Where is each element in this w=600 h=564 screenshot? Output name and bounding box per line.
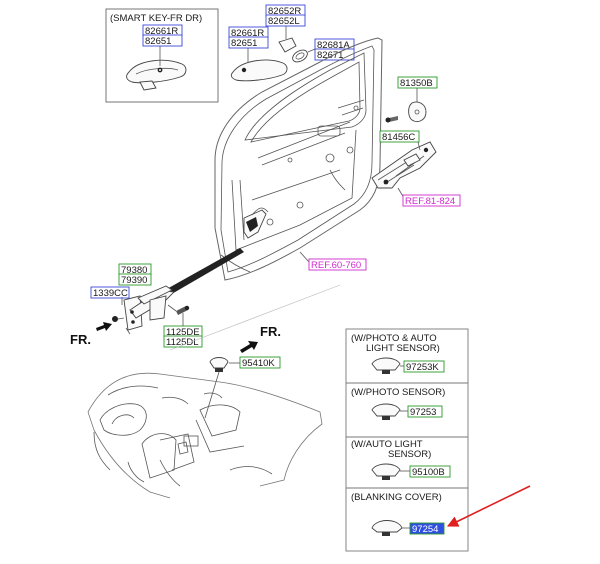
label-81456C: 81456C [382,132,415,143]
outside-handle-parts [230,26,316,82]
label-1125DE: 1125DE [166,327,200,338]
caption-photo-sensor: (W/PHOTO SENSOR) [351,387,445,398]
label-82661R: 82661R [231,28,264,39]
front-direction-upper: FR. [240,324,281,353]
option-photo-sensor: (W/PHOTO SENSOR) 97253 [351,387,445,420]
label-ref-60-760: REF.60-760 [311,260,361,271]
label-97254: 97254 [412,524,438,535]
label-79390: 79390 [121,275,147,286]
label-79380: 79380 [121,265,147,276]
sensor-95410K: 95410K [204,356,281,419]
label-82681A: 82681A [317,40,350,51]
door-handle-smart-key [126,59,187,91]
smart-key-inset: (SMART KEY-FR DR) 82661R 82651 [105,8,219,103]
caption-photo-auto-2: LIGHT SENSOR) [366,343,440,354]
option-blanking-cover: (BLANKING COVER) 97254 [351,492,445,536]
door-check-assembly: 79380 79390 1339CC 1125DE 1125DL [90,263,203,348]
label-1339CC: 1339CC [93,288,128,299]
dashboard-illustration [87,372,323,499]
smart-key-caption: (SMART KEY-FR DR) [110,13,202,24]
label-82651-inset: 82651 [145,36,171,47]
label-82661R-inset: 82661R [145,26,178,37]
caption-auto-light-2: SENSOR) [388,449,431,460]
option-auto-light: (W/AUTO LIGHT SENSOR) 95100B [351,439,451,480]
fr-label-upper: FR. [260,324,281,339]
reference-labels: REF.81-824 REF.60-760 [299,187,461,271]
caption-auto-light-1: (W/AUTO LIGHT [351,439,423,450]
label-97253: 97253 [410,407,436,418]
label-ref-81-824: REF.81-824 [405,196,455,207]
label-82652R: 82652R [268,6,301,17]
label-82652L: 82652L [268,16,300,27]
caption-photo-auto-1: (W/PHOTO & AUTO [351,333,437,344]
label-81350B: 81350B [400,78,433,89]
door-latch-assembly: 81350B 81456C [371,76,438,189]
front-direction-lower: FR. [70,322,112,347]
sensor-options-panel: (W/PHOTO & AUTO LIGHT SENSOR) 97253K (W/… [345,328,469,552]
caption-blanking-cover: (BLANKING COVER) [351,492,442,503]
highlight-97254 [409,522,445,535]
label-1125DL: 1125DL [166,337,199,348]
label-95410K: 95410K [242,358,275,369]
option-photo-auto-light: (W/PHOTO & AUTO LIGHT SENSOR) 97253K [351,333,445,374]
wire-harness [165,248,244,295]
fr-label-lower: FR. [70,332,91,347]
label-82671: 82671 [317,50,343,61]
label-97253K: 97253K [406,362,439,373]
red-callout-arrow [446,485,531,527]
label-95100B: 95100B [412,467,445,478]
label-82651: 82651 [231,38,257,49]
front-door-frame [214,37,383,281]
